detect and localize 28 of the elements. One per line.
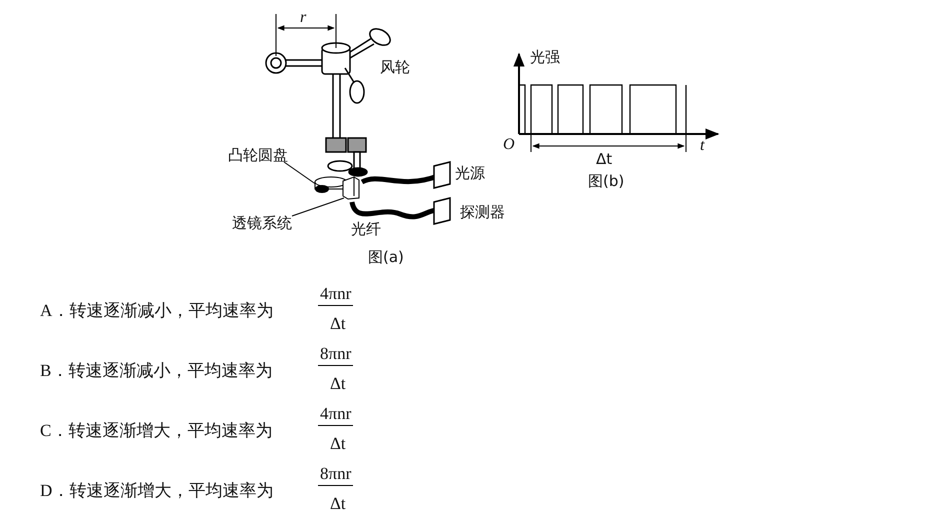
answer-option: A．转速逐渐减小，平均速率为 bbox=[40, 302, 274, 320]
leader-line bbox=[284, 162, 318, 186]
part-label: 风轮 bbox=[380, 58, 410, 76]
fraction-denominator: Δt bbox=[330, 495, 346, 513]
part-label: 凸轮圆盘 bbox=[228, 146, 288, 164]
answer-option: D．转速逐渐增大，平均速率为 bbox=[40, 482, 274, 500]
dimension-label: r bbox=[300, 9, 306, 27]
fraction-numerator: 4πnr bbox=[318, 405, 354, 426]
axis-label: t bbox=[700, 137, 704, 155]
lens-block-drawing bbox=[342, 176, 360, 200]
interval-label: Δt bbox=[596, 150, 612, 168]
figure-caption: 图(b) bbox=[588, 172, 624, 190]
figure-caption: 图(a) bbox=[368, 248, 404, 266]
axis-label: 光强 bbox=[530, 48, 560, 66]
fraction-denominator: Δt bbox=[330, 315, 346, 333]
answer-option: C．转速逐渐增大，平均速率为 bbox=[40, 422, 272, 440]
fraction-numerator: 8πnr bbox=[318, 465, 354, 486]
fraction-numerator: 4πnr bbox=[318, 285, 354, 306]
answer-option: B．转速逐渐减小，平均速率为 bbox=[40, 362, 272, 380]
origin-label: O bbox=[503, 136, 515, 154]
part-label: 光纤 bbox=[351, 220, 381, 238]
fraction-numerator: 8πnr bbox=[318, 345, 354, 366]
fraction-denominator: Δt bbox=[330, 375, 346, 393]
part-label: 探测器 bbox=[460, 203, 505, 221]
fraction-denominator: Δt bbox=[330, 435, 346, 453]
leader-line bbox=[292, 198, 344, 216]
part-label: 透镜系统 bbox=[232, 214, 292, 232]
part-label: 光源 bbox=[455, 164, 485, 182]
